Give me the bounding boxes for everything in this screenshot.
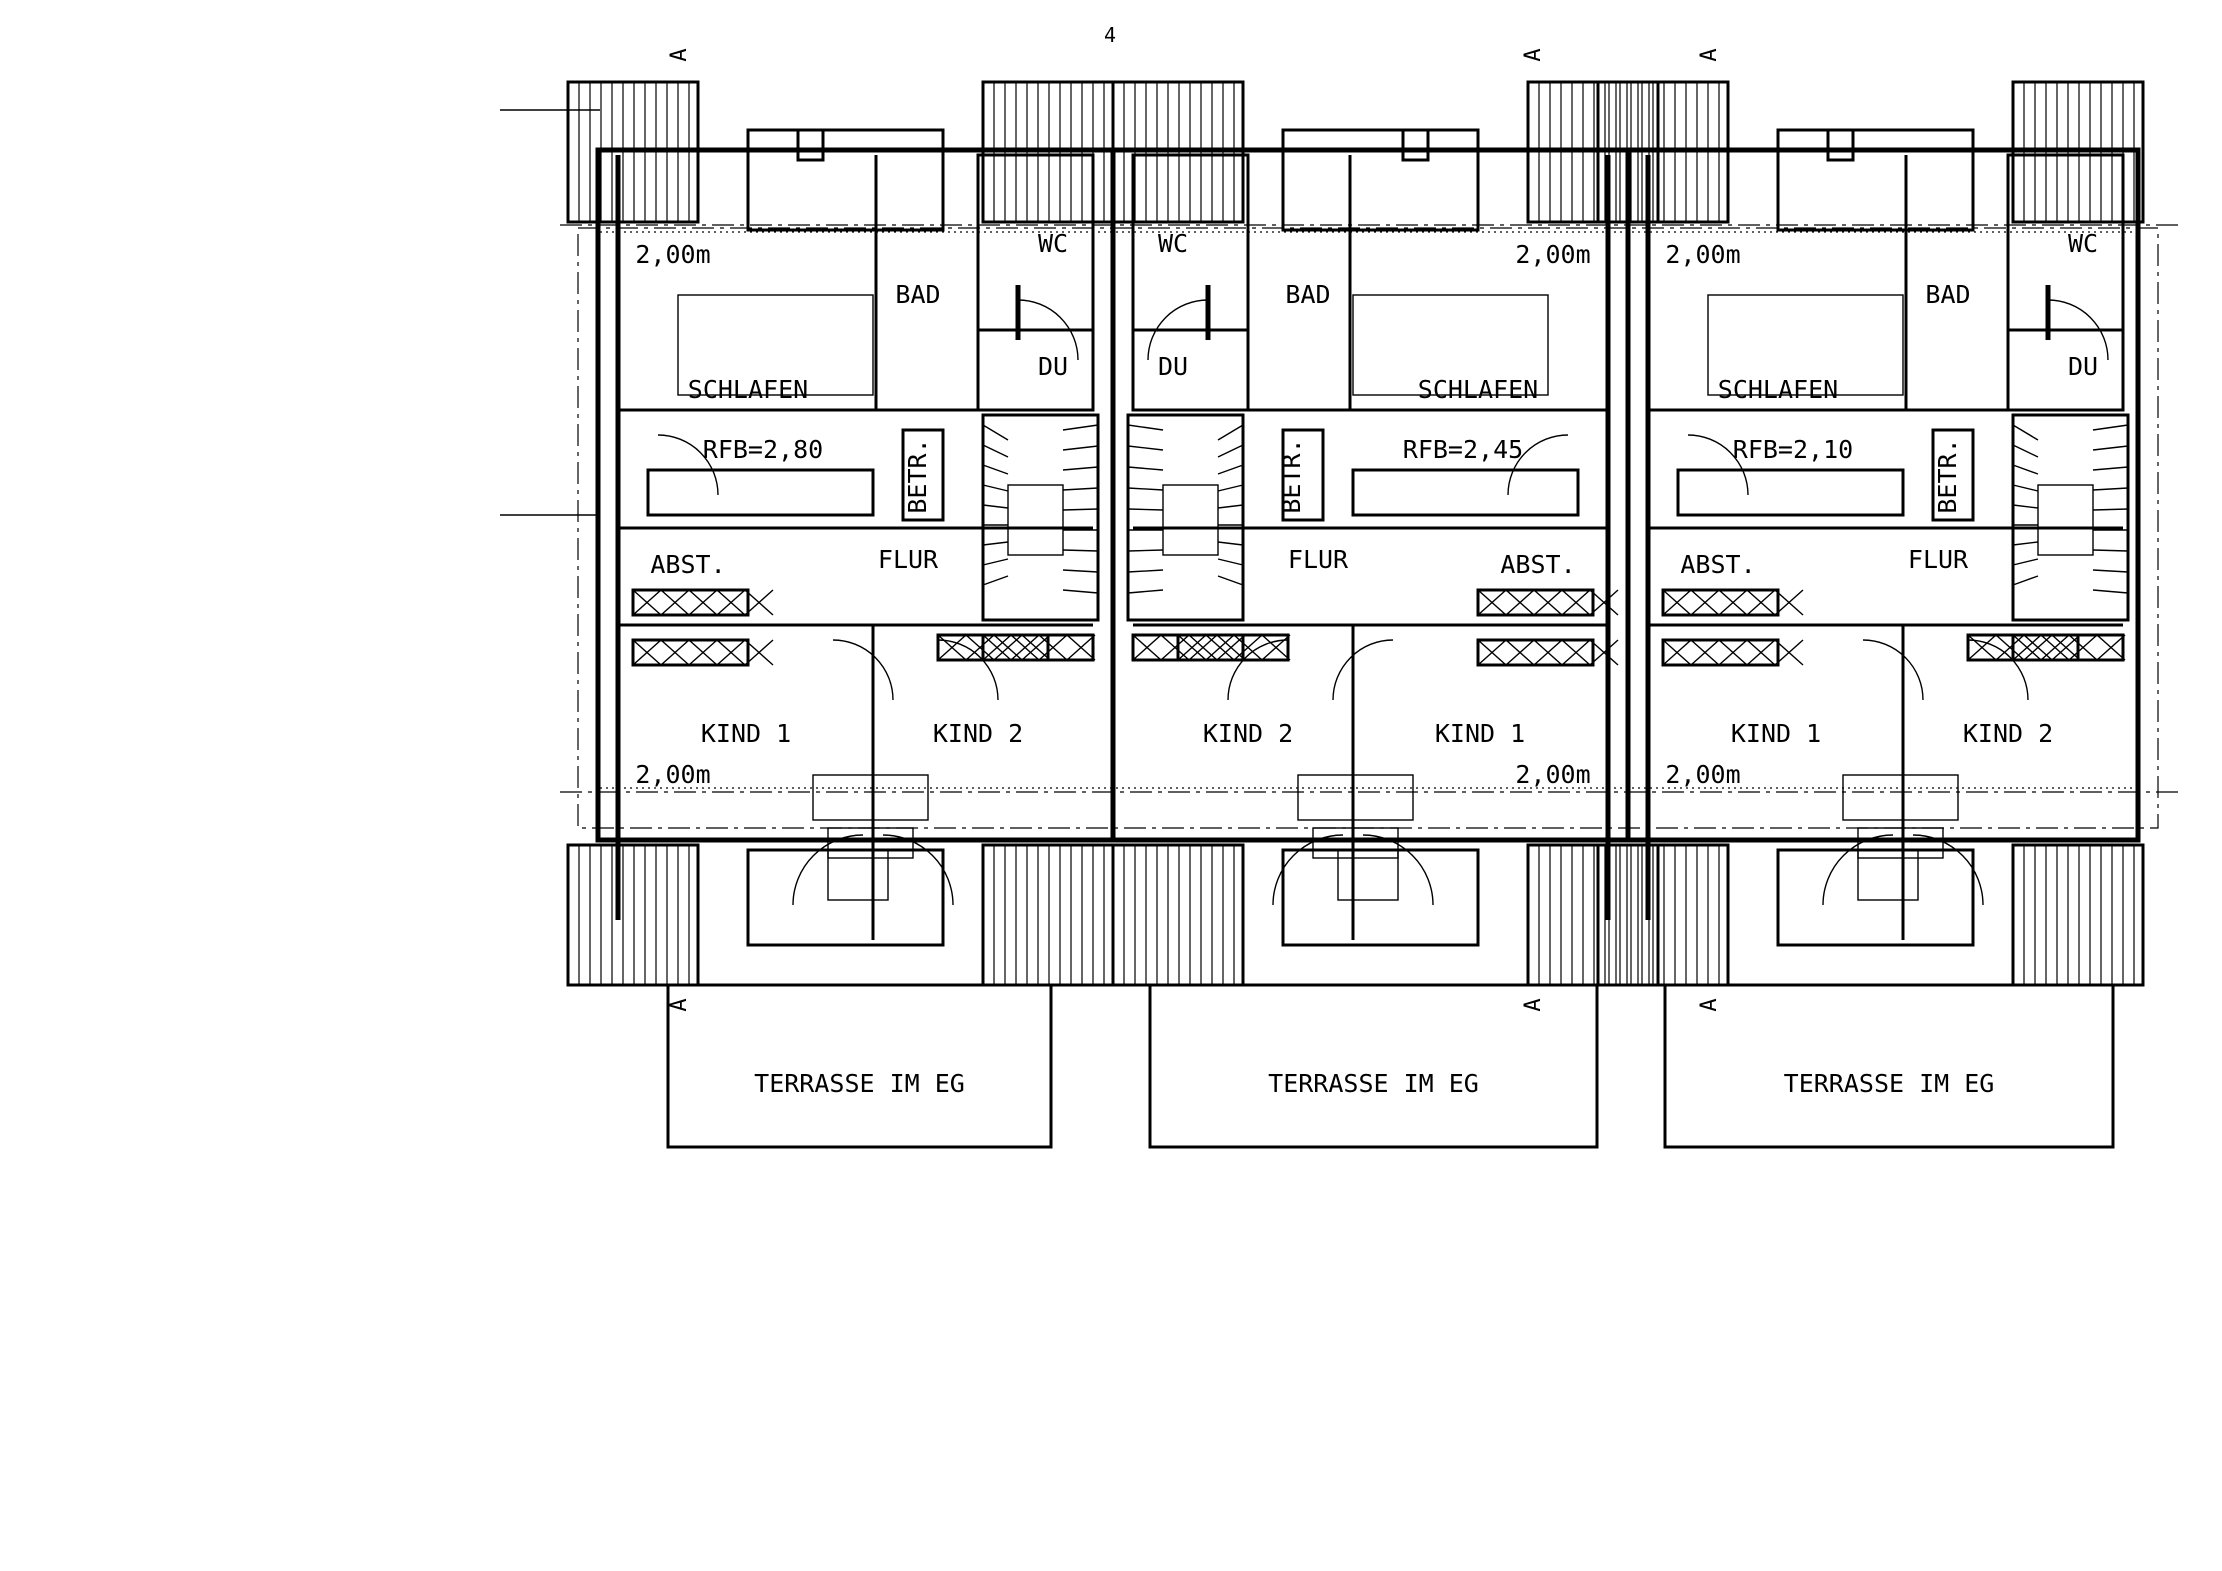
section-marker: A bbox=[1521, 48, 1546, 61]
room-label-bad: BAD bbox=[895, 280, 940, 309]
room-label-kind2: KIND 2 bbox=[1203, 719, 1293, 748]
section-marker: A bbox=[667, 998, 692, 1011]
dimension-top: 2,00m bbox=[635, 240, 710, 269]
balcony-bottom-left bbox=[1526, 843, 1660, 987]
room-label-du: DU bbox=[1038, 352, 1068, 381]
room-label-betr: BETR. bbox=[1933, 438, 1962, 513]
room-label-bad: BAD bbox=[1285, 280, 1330, 309]
section-marker: A bbox=[1697, 998, 1722, 1011]
room-label-rfb: RFB=2,45 bbox=[1403, 435, 1523, 464]
room-label-kind1: KIND 1 bbox=[1435, 719, 1525, 748]
dimension-bottom: 2,00m bbox=[1515, 760, 1590, 789]
room-label-du: DU bbox=[2068, 352, 2098, 381]
house-unit-2: A A SCHLAFEN BAD WC DU RFB=2,45 BETR. FLUR ABST. K… bbox=[1110, 48, 1660, 1149]
balcony-top-left bbox=[566, 80, 700, 224]
room-label-flur: FLUR bbox=[1908, 545, 1969, 574]
balcony-bottom-right bbox=[2011, 843, 2145, 987]
room-label-wc: WC bbox=[1038, 229, 1068, 258]
room-label-rfb: RFB=2,10 bbox=[1733, 435, 1853, 464]
room-label-schlafen: SCHLAFEN bbox=[1418, 375, 1538, 404]
room-label-wc: WC bbox=[1158, 229, 1188, 258]
section-marker: A bbox=[1521, 998, 1546, 1011]
room-label-kind2: KIND 2 bbox=[1963, 719, 2053, 748]
house-unit-1: A A SCHLAFEN BAD WC DU RFB=2,80 BETR. FLUR ABST. K… bbox=[566, 48, 1115, 1149]
room-label-flur: FLUR bbox=[878, 545, 939, 574]
terrace-label: TERRASSE IM EG bbox=[754, 1069, 965, 1098]
room-label-wc: WC bbox=[2068, 229, 2098, 258]
dimension-top: 2,00m bbox=[1515, 240, 1590, 269]
balcony-bottom-left bbox=[566, 843, 700, 987]
page-number: 4 bbox=[1104, 23, 1116, 47]
room-label-schlafen: SCHLAFEN bbox=[688, 375, 808, 404]
room-label-abst: ABST. bbox=[650, 550, 725, 579]
room-label-kind1: KIND 1 bbox=[701, 719, 791, 748]
room-label-betr: BETR. bbox=[903, 438, 932, 513]
balcony-bottom-right bbox=[1111, 843, 1245, 987]
room-label-abst: ABST. bbox=[1500, 550, 1575, 579]
room-label-abst: ABST. bbox=[1680, 550, 1755, 579]
room-label-kind2: KIND 2 bbox=[933, 719, 1023, 748]
room-label-kind1: KIND 1 bbox=[1731, 719, 1821, 748]
section-marker: A bbox=[1697, 48, 1722, 61]
room-label-schlafen: SCHLAFEN bbox=[1718, 375, 1838, 404]
balcony-top-right bbox=[1111, 80, 1245, 224]
room-label-rfb: RFB=2,80 bbox=[703, 435, 823, 464]
room-label-betr: BETR. bbox=[1277, 438, 1306, 513]
terrace-label: TERRASSE IM EG bbox=[1268, 1069, 1479, 1098]
balcony-bottom-left bbox=[1596, 843, 1730, 987]
dimension-bottom: 2,00m bbox=[1665, 760, 1740, 789]
balcony-top-left bbox=[1596, 80, 1730, 224]
dimension-bottom: 2,00m bbox=[635, 760, 710, 789]
section-marker: A bbox=[667, 48, 692, 61]
balcony-bottom-right bbox=[981, 843, 1115, 987]
room-label-flur: FLUR bbox=[1288, 545, 1349, 574]
house-unit-3: A A SCHLAFEN BAD WC DU RFB=2,10 BETR. FLUR ABST. K… bbox=[1596, 48, 2145, 1149]
room-label-du: DU bbox=[1158, 352, 1188, 381]
terrace-label: TERRASSE IM EG bbox=[1784, 1069, 1995, 1098]
dimension-top: 2,00m bbox=[1665, 240, 1740, 269]
room-label-bad: BAD bbox=[1925, 280, 1970, 309]
